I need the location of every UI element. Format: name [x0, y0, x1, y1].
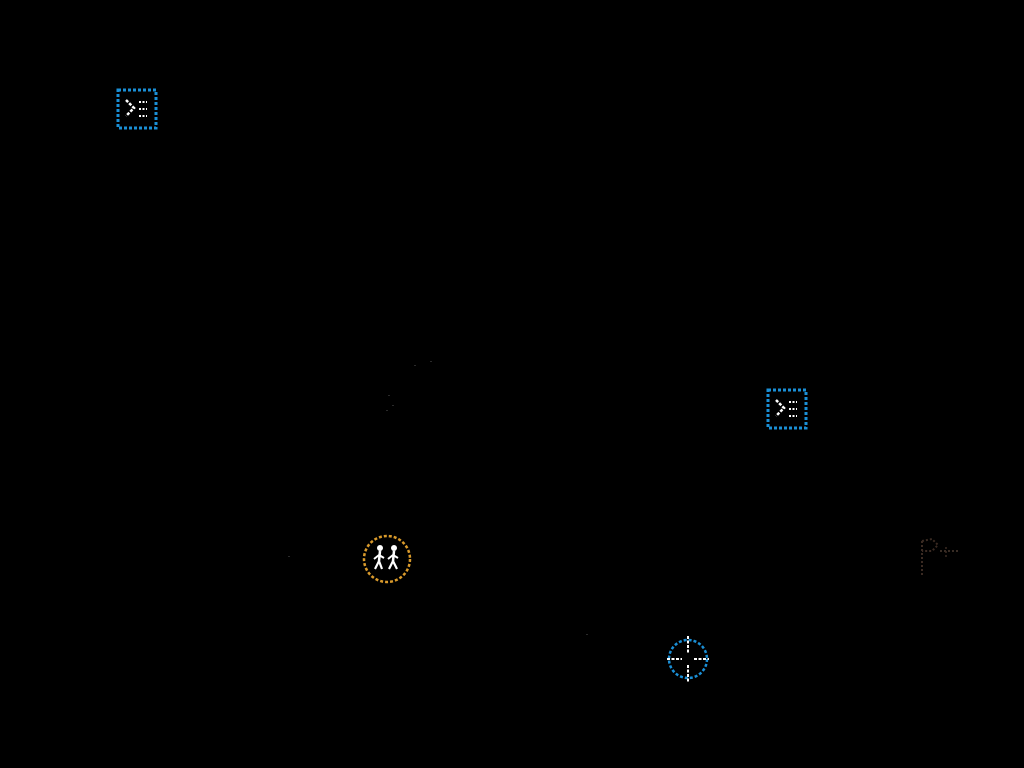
terminal-marker[interactable]: [115, 87, 159, 131]
terrain-speck: [586, 634, 588, 635]
crosshair-icon: [667, 636, 709, 682]
terrain-speck: [414, 365, 416, 366]
terrain-speck: [430, 361, 432, 362]
terminal-marker[interactable]: [765, 387, 809, 431]
terrain-speck: [388, 395, 390, 396]
terminal-prompt-icon: [766, 388, 808, 430]
target-marker[interactable]: [664, 634, 712, 684]
terrain-speck: [392, 405, 394, 406]
walking-people-icon: [362, 534, 412, 584]
terrain-speck: [288, 556, 290, 557]
group-marker[interactable]: [361, 533, 413, 585]
flag-icon: [921, 537, 958, 575]
terminal-prompt-icon: [116, 88, 158, 130]
flag-marker[interactable]: [910, 535, 962, 579]
terrain-speck: [386, 410, 388, 411]
